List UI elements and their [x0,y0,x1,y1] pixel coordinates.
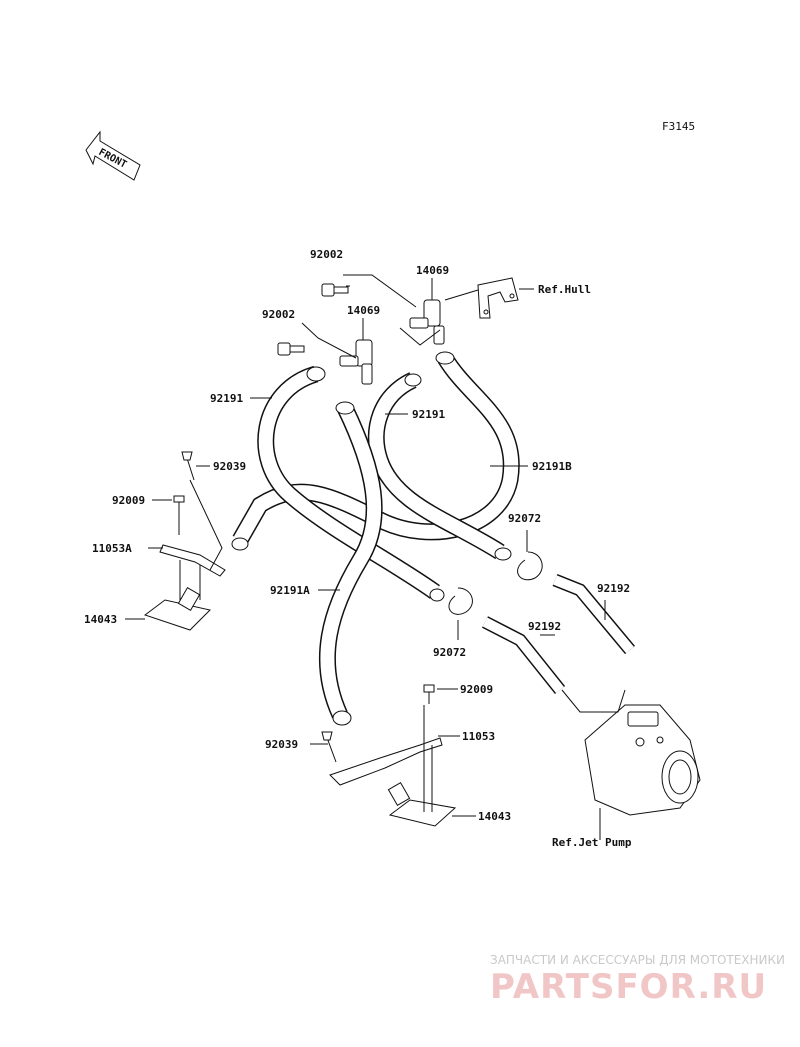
clamp-mid-icon [448,587,473,615]
label-hose-b: 92191B [532,460,572,473]
tie-left-icon [181,451,195,481]
hose-92191-left [257,365,440,599]
label-bolt-upper: 92002 [310,248,343,261]
label-clamp-right: 92072 [508,512,541,525]
hull-bracket-icon [477,277,519,319]
label-ref-hull: Ref.Hull [538,283,591,296]
bracket-icon [329,737,443,786]
screw-bottom-icon [423,684,435,704]
bolt-left-icon [277,342,305,356]
jet-pump-icon [584,704,701,816]
label-bolt-left: 92002 [262,308,295,321]
watermark-tagline: ЗАПЧАСТИ И АКСЕССУАРЫ ДЛЯ МОТОТЕХНИКИ [490,953,785,967]
bolt-upper-icon [321,283,349,297]
fitting-left-icon [339,339,373,385]
label-hose-a: 92191A [270,584,310,597]
clamp-right-icon [517,551,543,581]
label-fitting-left: 14069 [347,304,380,317]
hose-92191-mid [367,372,505,560]
fitting-upper-icon [409,299,445,345]
label-pipe-right: 92192 [597,582,630,595]
label-clamp-mid: 92072 [433,646,466,659]
label-bracket-a: 11053A [92,542,132,555]
label-pipe-mid: 92192 [528,620,561,633]
diagram-code: F3145 [662,120,695,133]
label-filter-left: 14043 [84,613,117,626]
label-filter-bottom: 14043 [478,810,511,823]
label-tie-left: 92039 [213,460,246,473]
label-bracket: 11053 [462,730,495,743]
watermark: ЗАПЧАСТИ И АКСЕССУАРЫ ДЛЯ МОТОТЕХНИКИ PA… [490,953,785,1007]
label-screw-bottom: 92009 [460,683,493,696]
pipe-mid-icon [482,616,566,695]
filter-bottom-icon [387,782,457,827]
filter-left-icon [143,587,211,631]
screw-left-icon [173,495,185,514]
pipe-right-icon [552,573,635,655]
tie-bottom-icon [321,731,337,763]
watermark-logo: PARTSFOR.RU [490,967,767,1007]
label-screw-left: 92009 [112,494,145,507]
hose-92191a [318,404,383,719]
label-tie-bottom: 92039 [265,738,298,751]
label-fitting-upper: 14069 [416,264,449,277]
leader-lines [125,274,626,840]
label-hose-left: 92191 [210,392,243,405]
front-arrow-icon: FRONT [85,130,141,181]
bracket-a-icon [159,544,226,577]
hose-ends [231,351,512,726]
label-ref-jet-pump: Ref.Jet Pump [552,836,632,849]
label-hose-mid: 92191 [412,408,445,421]
